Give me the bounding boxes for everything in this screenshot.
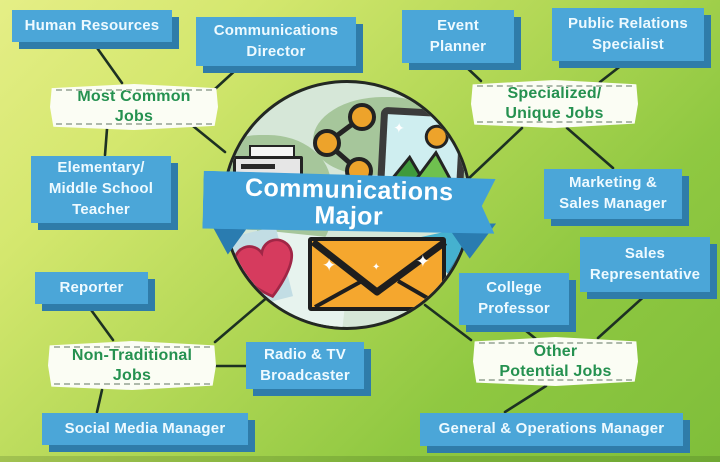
- sparkle-icon: ✦: [392, 119, 406, 137]
- category-ribbon-most-common-jobs: Most Common Jobs: [50, 84, 218, 130]
- job-label: Marketing & Sales Manager: [559, 174, 667, 212]
- share-nodes-icon: [313, 103, 376, 185]
- category-ribbon-non-traditional-jobs: Non-Traditional Jobs: [48, 341, 216, 390]
- category-label: Non-Traditional Jobs: [71, 346, 193, 384]
- job-label: Event Planner: [429, 16, 487, 55]
- category-ribbon-other-potential-jobs: Other Potential Jobs: [473, 337, 638, 386]
- job-label: Reporter: [59, 278, 124, 296]
- title-banner: Communications Major: [202, 171, 495, 236]
- job-box-college-professor: College Professor: [459, 273, 569, 325]
- page-title-line1: Communications: [244, 173, 454, 207]
- job-box-social-media-manager: Social Media Manager: [42, 413, 248, 445]
- job-box-general-operations-manager: General & Operations Manager: [420, 413, 683, 446]
- job-label: Social Media Manager: [64, 419, 226, 437]
- job-label: College Professor: [478, 279, 550, 317]
- job-box-reporter: Reporter: [35, 272, 148, 304]
- job-box-elementary-middle-school-teacher: Elementary/ Middle School Teacher: [31, 156, 171, 223]
- job-label: Public Relations Specialist: [568, 14, 688, 53]
- envelope-flap: [310, 239, 448, 309]
- job-box-radio-tv-broadcaster: Radio & TV Broadcaster: [246, 342, 364, 389]
- envelope-icon: ✦ ✦ ✦: [308, 237, 448, 311]
- job-label: Elementary/ Middle School Teacher: [48, 159, 154, 218]
- job-box-communications-director: Communications Director: [196, 17, 356, 66]
- job-label: Human Resources: [24, 16, 160, 34]
- sparkle-icon: ✦: [322, 256, 337, 275]
- category-ribbon-specialized-unique-jobs: Specialized/ Unique Jobs: [471, 80, 638, 128]
- job-box-marketing-sales-manager: Marketing & Sales Manager: [544, 169, 682, 219]
- job-label: General & Operations Manager: [438, 420, 665, 438]
- category-label: Other Potential Jobs: [499, 342, 612, 380]
- sparkle-icon: ✦: [415, 252, 430, 271]
- heart-icon: [233, 238, 293, 299]
- job-box-event-planner: Event Planner: [402, 10, 514, 63]
- bottom-edge-shade: [0, 456, 720, 462]
- job-label: Sales Representative: [589, 244, 701, 283]
- sparkle-icon: ✦: [372, 262, 381, 273]
- job-label: Communications Director: [213, 21, 339, 60]
- category-label: Most Common Jobs: [77, 88, 191, 125]
- category-label: Specialized/ Unique Jobs: [505, 85, 604, 122]
- job-box-human-resources: Human Resources: [12, 10, 172, 42]
- job-box-public-relations-specialist: Public Relations Specialist: [552, 8, 704, 61]
- page-title-line2: Major: [314, 201, 384, 231]
- job-label: Radio & TV Broadcaster: [260, 345, 350, 384]
- job-box-sales-representative: Sales Representative: [580, 237, 710, 292]
